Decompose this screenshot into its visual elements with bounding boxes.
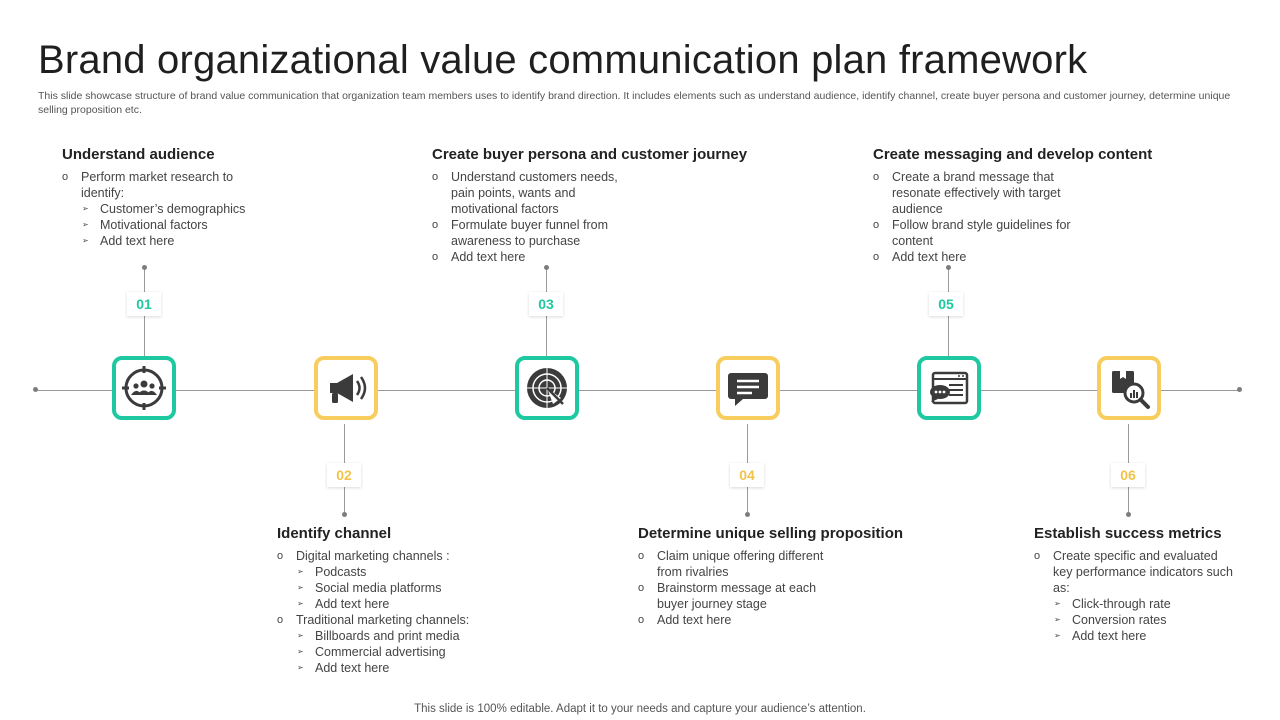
page-subtitle: This slide showcase structure of brand v… (38, 90, 1231, 116)
step-block-04: Determine unique selling proposition Cla… (638, 525, 904, 628)
connector-dot-02 (342, 512, 347, 517)
step-icon-box-06 (1097, 356, 1161, 420)
timeline-start-dot (33, 387, 38, 392)
timeline-line (35, 390, 1240, 391)
web-chat-content-icon (930, 371, 969, 405)
step-heading-02: Identify channel (277, 525, 392, 542)
connector-dot-04 (745, 512, 750, 517)
step-heading-04: Determine unique selling proposition (638, 525, 904, 542)
step-icon-box-05 (917, 356, 981, 420)
timeline-end-dot (1237, 387, 1242, 392)
sub-list-item: Click-through rate (1034, 596, 1234, 612)
sub-list-item: Billboards and print media (277, 628, 517, 644)
audience-target-icon (122, 366, 166, 410)
sub-list-item: Social media platforms (277, 580, 517, 596)
step-number-01: 01 (127, 292, 161, 316)
step-block-03: Create buyer persona and customer journe… (432, 146, 748, 265)
sub-list-item: Add text here (62, 233, 262, 249)
connector-dot-05 (946, 265, 951, 270)
connector-dot-03 (544, 265, 549, 270)
connector-dot-06 (1126, 512, 1131, 517)
sub-list-item: Podcasts (277, 564, 517, 580)
footer-note: This slide is 100% editable. Adapt it to… (414, 703, 866, 715)
step-number-05: 05 (929, 292, 963, 316)
sub-list-item: Conversion rates (1034, 612, 1234, 628)
sub-list-item: Customer’s demographics (62, 201, 262, 217)
step-number-03: 03 (529, 292, 563, 316)
sub-list-item: Add text here (277, 660, 517, 676)
sub-list-item: Commercial advertising (277, 644, 517, 660)
list-item: Perform market research to identify: (62, 169, 262, 201)
list-item: Add text here (432, 249, 632, 265)
step-number-06: 06 (1111, 463, 1145, 487)
step-icon-box-03 (515, 356, 579, 420)
list-item: Digital marketing channels : (277, 548, 517, 564)
step-block-01: Understand audience Perform market resea… (62, 146, 262, 249)
sub-list-item: Add text here (277, 596, 517, 612)
list-item: Brainstorm message at each buyer journey… (638, 580, 838, 612)
list-item: Create a brand message that resonate eff… (873, 169, 1088, 217)
step-block-05: Create messaging and develop content Cre… (873, 146, 1153, 265)
chat-message-icon (728, 373, 768, 406)
connector-dot-01 (142, 265, 147, 270)
step-icon-box-04 (716, 356, 780, 420)
list-item: Understand customers needs, pain points,… (432, 169, 632, 217)
sub-list-item: Add text here (1034, 628, 1234, 644)
radar-icon (527, 368, 567, 408)
list-item: Traditional marketing channels: (277, 612, 517, 628)
step-heading-01: Understand audience (62, 146, 215, 163)
list-item: Claim unique offering different from riv… (638, 548, 838, 580)
step-icon-box-01 (112, 356, 176, 420)
step-number-02: 02 (327, 463, 361, 487)
analytics-search-icon (1112, 371, 1150, 409)
step-block-02: Identify channel Digital marketing chann… (277, 525, 517, 676)
list-item: Follow brand style guidelines for conten… (873, 217, 1088, 249)
list-item: Add text here (873, 249, 1088, 265)
step-heading-03: Create buyer persona and customer journe… (432, 146, 748, 163)
megaphone-icon (330, 374, 367, 403)
step-icon-box-02 (314, 356, 378, 420)
step-number-04: 04 (730, 463, 764, 487)
list-item: Add text here (638, 612, 838, 628)
step-heading-06: Establish success metrics (1034, 525, 1222, 542)
step-heading-05: Create messaging and develop content (873, 146, 1153, 163)
step-block-06: Establish success metrics Create specifi… (1034, 525, 1234, 644)
list-item: Create specific and evaluated key perfor… (1034, 548, 1234, 596)
page-title: Brand organizational value communication… (38, 38, 1088, 82)
sub-list-item: Motivational factors (62, 217, 262, 233)
list-item: Formulate buyer funnel from awareness to… (432, 217, 632, 249)
